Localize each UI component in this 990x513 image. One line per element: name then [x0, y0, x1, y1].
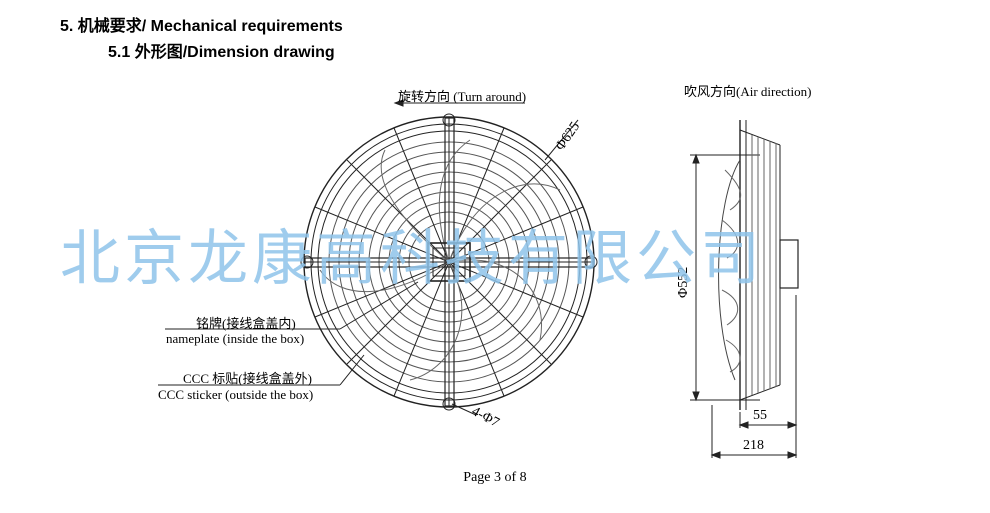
fan-side-view: [690, 120, 799, 459]
nameplate-label-en: nameplate (inside the box): [166, 331, 305, 346]
ccc-sticker-label-en: CCC sticker (outside the box): [158, 387, 314, 402]
nameplate-label-cn: 铭牌(接线盒盖内): [196, 316, 296, 331]
ccc-sticker-label-cn: CCC 标贴(接线盒盖外): [183, 371, 312, 386]
section-title: 5. 机械要求/ Mechanical requirements: [60, 18, 343, 35]
fan-front-view: [158, 99, 598, 416]
air-direction-label: 吹风方向(Air direction): [684, 84, 812, 99]
depth-218-label: 218: [743, 438, 764, 453]
page-number: Page 3 of 8: [463, 470, 527, 485]
company-watermark: 北京龙康高科技有限公司: [60, 224, 764, 294]
rotation-direction-label: 旋转方向 (Turn around): [398, 89, 527, 104]
subsection-title: 5.1 外形图/Dimension drawing: [108, 44, 335, 61]
depth-55-label: 55: [753, 408, 767, 423]
